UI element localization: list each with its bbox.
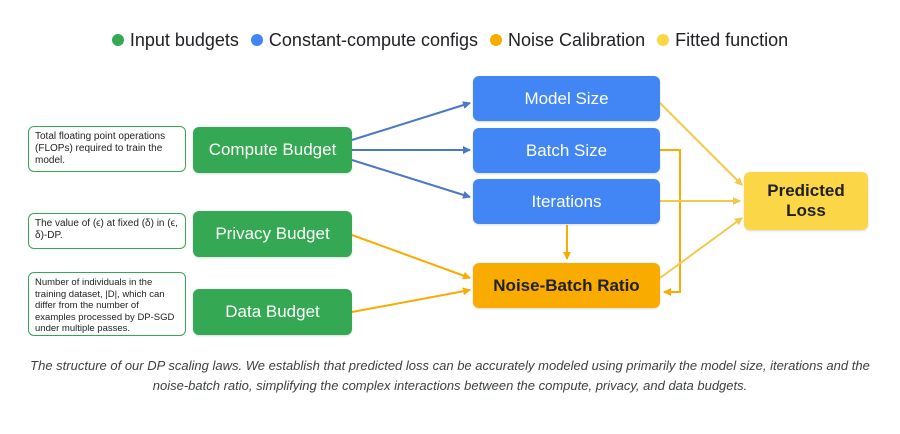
arrow-batch-size-to-noise [660, 149, 681, 296]
batch-size-box: Batch Size [473, 128, 660, 173]
box-label: Model Size [524, 88, 609, 108]
data-budget-box: Data Budget [193, 289, 352, 335]
iterations-box: Iterations [473, 179, 660, 224]
legend-item-noise-calibration: Noise Calibration [490, 30, 645, 51]
arrow-compute-to-iterations [351, 159, 471, 199]
note-compute-budget: Total floating point operations (FLOPs) … [28, 126, 186, 172]
box-label: Compute Budget [208, 140, 337, 159]
arrow-privacy-to-noise [351, 234, 471, 280]
note-data-budget: Number of individuals in the training da… [28, 272, 186, 336]
note-privacy-budget: The value of (ϵ) at fixed (δ) in (ϵ, δ)-… [28, 213, 186, 249]
legend-dot-yellow [657, 34, 670, 46]
legend-label: Noise Calibration [508, 29, 646, 50]
note-text: Total floating point operations (FLOPs) … [35, 131, 166, 166]
note-text: The value of (ϵ) at fixed (δ) in (ϵ, δ)-… [35, 218, 178, 241]
box-label: Iterations [531, 191, 602, 211]
arrow-compute-to-model-size [351, 101, 471, 141]
legend-label: Constant-compute configs [268, 29, 479, 50]
legend-dot-orange [490, 34, 503, 46]
arrow-noise-to-loss [659, 217, 743, 279]
legend-item-input-budgets: Input budgets [111, 29, 239, 51]
legend-dot-blue [250, 34, 263, 46]
legend-label: Input budgets [129, 29, 239, 50]
box-label: Noise-Batch Ratio [493, 275, 640, 295]
legend-item-constant-compute: Constant-compute configs [250, 29, 479, 51]
predicted-loss-box: Predicted Loss [744, 172, 868, 230]
box-label: Predicted Loss [767, 181, 845, 220]
arrow-model-size-to-loss [659, 102, 743, 186]
box-label: Data Budget [225, 302, 320, 321]
legend-item-fitted-function: Fitted function [657, 30, 788, 51]
note-text: Number of individuals in the training da… [35, 277, 175, 334]
legend-label: Fitted function [675, 29, 789, 50]
arrow-data-to-noise [351, 287, 471, 313]
box-label: Privacy Budget [215, 224, 330, 243]
compute-budget-box: Compute Budget [193, 127, 352, 173]
noise-batch-ratio-box: Noise-Batch Ratio [473, 263, 660, 308]
legend-dot-green [111, 34, 124, 46]
model-size-box: Model Size [473, 76, 660, 121]
figure-caption: The structure of our DP scaling laws. We… [30, 358, 870, 393]
legend: Input budgets Constant-compute configs N… [0, 26, 900, 54]
box-label: Batch Size [525, 140, 608, 160]
privacy-budget-box: Privacy Budget [193, 211, 352, 257]
